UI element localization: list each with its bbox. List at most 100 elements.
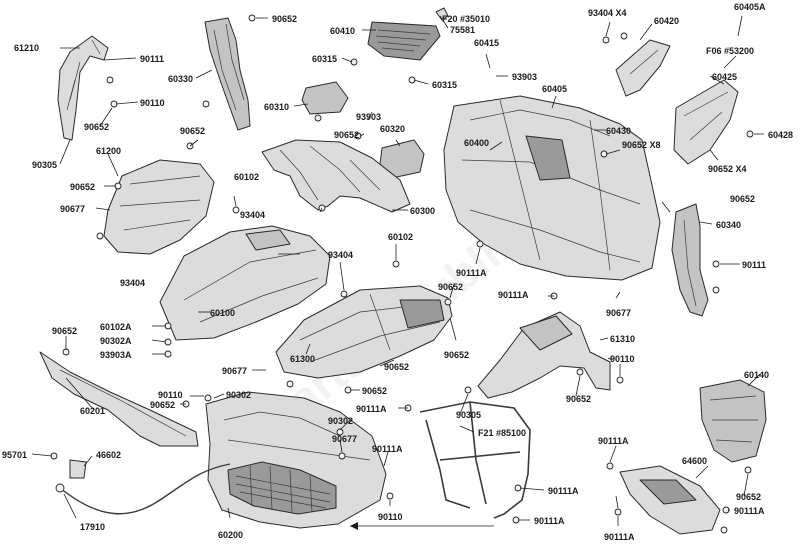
label-90652: 90652 (730, 194, 755, 204)
label-90302: 90302 (328, 416, 353, 426)
label-90111a: 90111A (372, 444, 403, 454)
label-90652: 90652 (566, 394, 591, 404)
label-90652-x4: 90652 X4 (708, 164, 747, 174)
label-90677: 90677 (332, 434, 357, 444)
label-60405: 60405 (542, 84, 567, 94)
label-f06: F06 #53200 (706, 46, 754, 56)
part-60200-front-bumper (205, 391, 387, 529)
label-90111a: 90111A (498, 290, 529, 300)
label-90677: 90677 (222, 366, 247, 376)
label-90110: 90110 (378, 512, 403, 522)
label-60425: 60425 (712, 72, 737, 82)
label-60102: 60102 (234, 172, 259, 182)
label-90111a: 90111A (598, 436, 629, 446)
label-60300: 60300 (410, 206, 435, 216)
label-60430: 60430 (606, 126, 631, 136)
label-60201: 60201 (80, 406, 105, 416)
label-93404: 93404 (328, 250, 353, 260)
part-60425-bracket (673, 79, 739, 165)
label-90305: 90305 (32, 160, 57, 170)
label-90652: 90652 (444, 350, 469, 360)
label-90111a: 90111A (456, 268, 487, 278)
part-61200-fender (103, 159, 215, 255)
label-60102a: 60102A (100, 322, 132, 332)
label-90652: 90652 (362, 386, 387, 396)
label-90302: 90302 (226, 390, 251, 400)
label-90652: 90652 (150, 400, 175, 410)
part-f21-brush-guard (419, 401, 531, 519)
label-90652: 90652 (384, 362, 409, 372)
label-90111a: 90111A (734, 506, 765, 516)
label-f20: F20 #35010 (442, 14, 490, 24)
part-60340-pillar (671, 203, 709, 317)
label-64600: 64600 (682, 456, 707, 466)
label-61300: 61300 (290, 354, 315, 364)
label-61310: 61310 (610, 334, 635, 344)
label-60400: 60400 (464, 138, 489, 148)
label-60102: 60102 (388, 232, 413, 242)
part-60300-dash-frame (261, 139, 411, 213)
label-60410: 60410 (330, 26, 355, 36)
part-61310-fender (477, 311, 611, 399)
part-17910-cable (55, 463, 231, 515)
label-60310: 60310 (264, 102, 289, 112)
part-labels: 61210 90111 90110 90652 90305 60330 9065… (2, 2, 793, 542)
label-90652: 90652 (334, 130, 359, 140)
label-60315: 60315 (312, 54, 337, 64)
part-60410-grille (367, 21, 441, 61)
label-60420: 60420 (654, 16, 679, 26)
part-61210-fender (57, 35, 109, 141)
label-93903: 93903 (512, 72, 537, 82)
part-60201-trim (39, 351, 199, 447)
label-93404-x4: 93404 X4 (588, 8, 627, 18)
label-60315: 60315 (432, 80, 457, 90)
label-93903: 93903 (356, 112, 381, 122)
label-90652: 90652 (180, 126, 205, 136)
label-60320: 60320 (380, 124, 405, 134)
part-64600-skid-plate (619, 465, 721, 535)
label-93404: 93404 (240, 210, 265, 220)
label-90305: 90305 (456, 410, 481, 420)
part-60310-cover (301, 81, 349, 115)
part-46602-bracket (69, 459, 87, 479)
part-60100-hood (159, 225, 331, 341)
label-93903a: 93903A (100, 350, 132, 360)
label-61210: 61210 (14, 43, 39, 53)
label-60340: 60340 (716, 220, 741, 230)
label-90302a: 90302A (100, 336, 132, 346)
arrow-head (350, 522, 358, 530)
label-90652: 90652 (70, 182, 95, 192)
label-60200: 60200 (218, 530, 243, 540)
label-90111: 90111 (742, 260, 766, 270)
part-60420-bracket (615, 39, 671, 97)
label-f21: F21 #85100 (478, 428, 526, 438)
label-60330: 60330 (168, 74, 193, 84)
leader-lines (31, 15, 764, 527)
label-61200: 61200 (96, 146, 121, 156)
label-46602: 46602 (96, 450, 121, 460)
label-90110: 90110 (610, 354, 635, 364)
label-93404: 93404 (120, 278, 145, 288)
part-60140-cover (699, 379, 767, 463)
label-90652: 90652 (52, 326, 77, 336)
label-60100: 60100 (210, 308, 235, 318)
part-61300-panel (275, 285, 453, 379)
label-60405a: 60405A (734, 2, 766, 12)
label-90677: 90677 (606, 308, 631, 318)
label-90111a: 90111A (356, 404, 387, 414)
label-90110: 90110 (158, 390, 183, 400)
label-90111a: 90111A (604, 532, 635, 542)
label-90111a: 90111A (548, 486, 579, 496)
label-90652: 90652 (272, 14, 297, 24)
part-75581-clip (435, 7, 449, 21)
label-90652: 90652 (84, 122, 109, 132)
label-75581: 75581 (450, 25, 475, 35)
label-90110: 90110 (140, 98, 165, 108)
label-90652: 90652 (736, 492, 761, 502)
label-90111a: 90111A (534, 516, 565, 526)
part-60400-dashboard (443, 95, 661, 281)
label-17910: 17910 (80, 522, 105, 532)
label-60415: 60415 (474, 38, 499, 48)
